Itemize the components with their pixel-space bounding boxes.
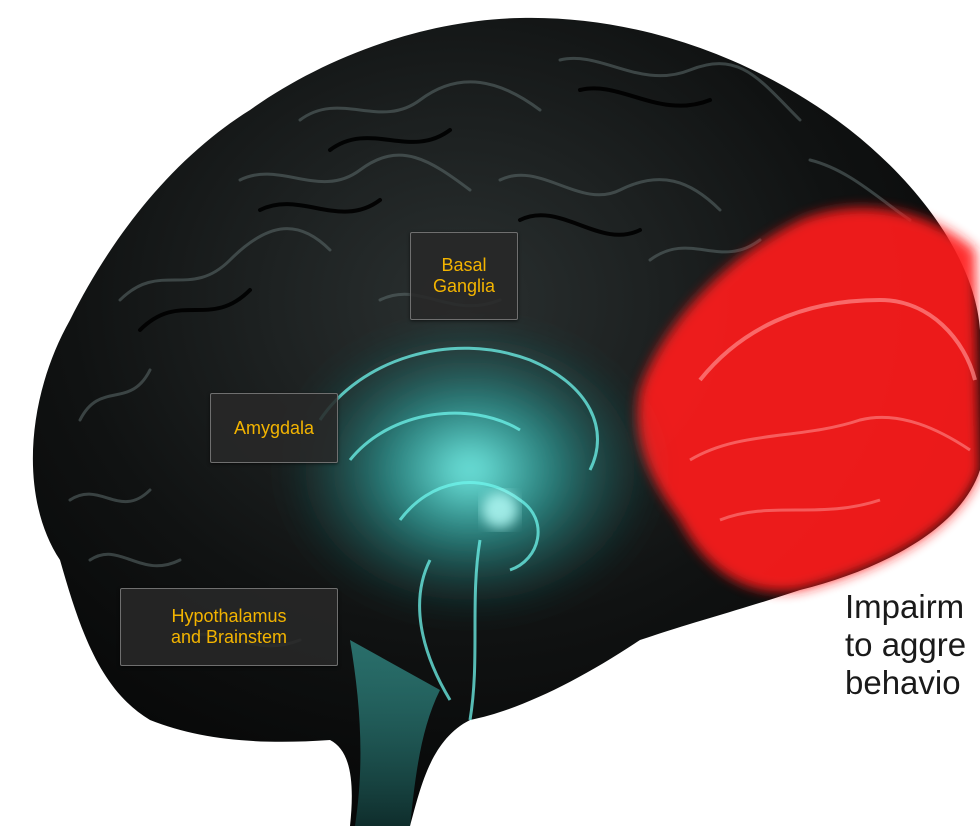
hypothalamus-label-line-1: Hypothalamus — [171, 606, 286, 627]
basal-ganglia-label-line-1: Basal — [441, 255, 486, 276]
amygdala-label: Amygdala — [210, 393, 338, 463]
basal-ganglia-label: Basal Ganglia — [410, 232, 518, 320]
basal-ganglia-label-line-2: Ganglia — [433, 276, 495, 297]
hypothalamus-brainstem-label: Hypothalamus and Brainstem — [120, 588, 338, 666]
caption-text: Impairm to aggre behavio — [845, 588, 980, 738]
caption-line-3: behavio — [845, 664, 980, 702]
amygdala-label-text: Amygdala — [234, 418, 314, 439]
caption-line-1: Impairm — [845, 588, 980, 626]
hypothalamus-label-line-2: and Brainstem — [171, 627, 287, 648]
caption-line-2: to aggre — [845, 626, 980, 664]
